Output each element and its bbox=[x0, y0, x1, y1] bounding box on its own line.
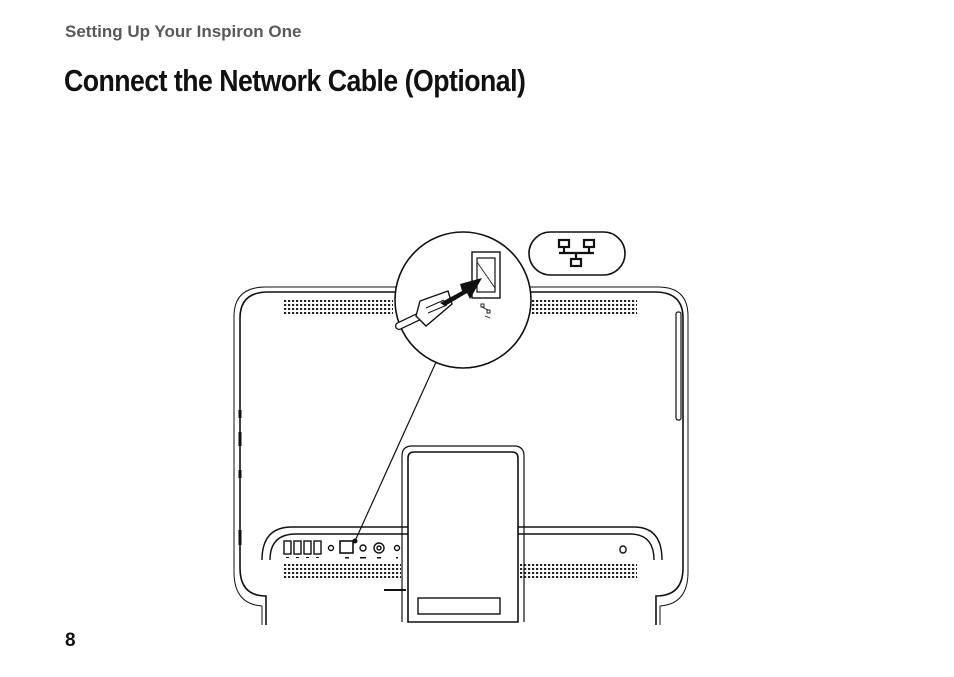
page-number: 8 bbox=[65, 630, 76, 651]
computer-stand bbox=[384, 445, 525, 623]
insert-arrow-icon bbox=[440, 278, 482, 306]
port-labels bbox=[286, 557, 398, 559]
top-vent-grille bbox=[283, 300, 637, 316]
section-header: Setting Up Your Inspiron One bbox=[65, 22, 302, 41]
callout-leader-line bbox=[354, 359, 438, 542]
page-title: Connect the Network Cable (Optional) bbox=[64, 63, 526, 98]
ethernet-port-callout bbox=[394, 231, 532, 369]
bottom-vent-grille bbox=[283, 564, 637, 580]
network-icon bbox=[528, 231, 626, 276]
